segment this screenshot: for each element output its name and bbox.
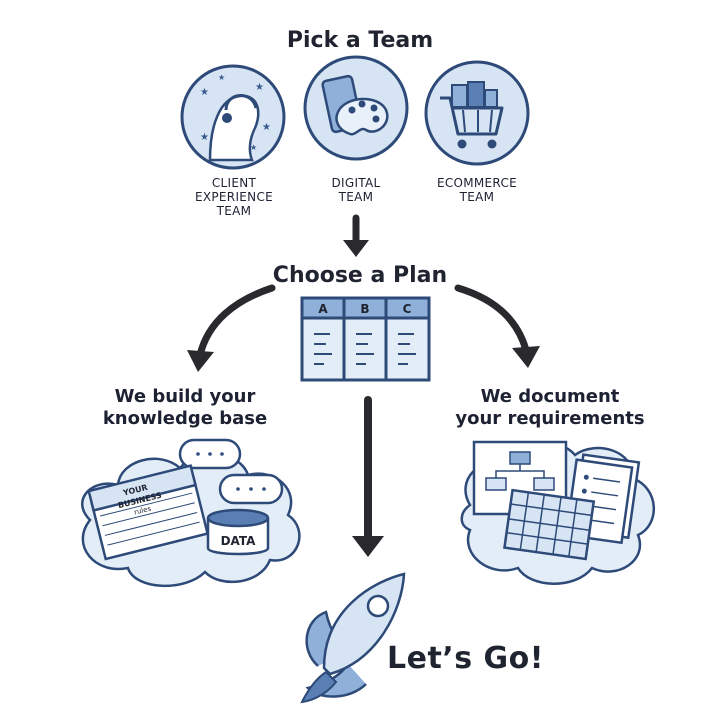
side-label-line: We document [480,386,620,407]
side-label-line: knowledge base [102,408,268,429]
team-label-client-experience: CLIENT EXPERIENCE TEAM [178,176,290,218]
team-label-line: TEAM [459,190,495,204]
rocket-icon [300,572,406,704]
team-label-line: TEAM [216,204,252,218]
data-label: DATA [221,534,257,548]
plan-column-b: B [360,302,369,316]
team-label-line: DIGITAL [331,176,381,190]
team-label-line: EXPERIENCE [194,190,274,204]
arrow-plan-to-right [454,284,540,368]
side-label-line: We build your [114,386,256,407]
svg-text:★: ★ [200,87,209,98]
team-label-ecommerce: ECOMMERCE TEAM [421,176,533,204]
ecommerce-team-icon[interactable] [424,60,530,166]
team-label-line: ECOMMERCE [436,176,518,190]
arrow-teams-to-plan [343,214,369,257]
svg-text:★: ★ [200,132,209,143]
grid-sheet-icon [503,488,596,561]
requirements-label: We document your requirements [450,386,650,430]
svg-text:★: ★ [262,122,271,133]
plan-column-a: A [318,302,328,316]
team-label-line: CLIENT [211,176,257,190]
svg-text:★: ★ [250,143,257,152]
svg-text:★: ★ [218,73,225,82]
digital-team-icon[interactable] [303,55,409,161]
knowledge-base-label: We build your knowledge base [85,386,285,430]
business-rules-book-icon: YOUR BUSINESS rules [87,464,210,561]
side-label-line: your requirements [455,408,645,429]
data-drum-icon: DATA [206,508,270,556]
arrow-plan-to-launch [352,396,384,557]
lets-go-title: Let’s Go! [387,641,544,676]
team-label-line: TEAM [338,190,374,204]
plan-column-c: C [403,302,412,316]
arrow-plan-to-left [187,284,276,372]
team-label-digital: DIGITAL TEAM [306,176,406,204]
plan-table-icon[interactable]: A B C [300,296,431,382]
client-experience-team-icon[interactable]: ★ ★ ★ ★ ★ ★ [180,64,286,170]
speech-bubble-icon [178,438,284,505]
choose-plan-title: Choose a Plan [272,263,448,288]
svg-text:★: ★ [255,82,264,93]
pick-team-title: Pick a Team [286,28,434,53]
